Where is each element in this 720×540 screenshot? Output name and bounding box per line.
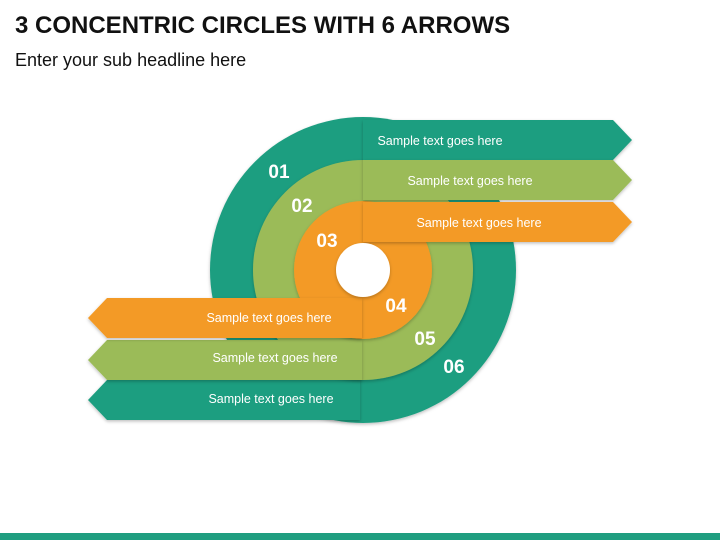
arrow-01-label: Sample text goes here bbox=[377, 134, 502, 148]
page-title: 3 CONCENTRIC CIRCLES WITH 6 ARROWS bbox=[15, 12, 511, 39]
page-subtitle: Enter your sub headline here bbox=[15, 50, 247, 70]
arrow-02-label: Sample text goes here bbox=[407, 174, 532, 188]
step-number-04: 04 bbox=[385, 296, 407, 317]
arrow-04-shape bbox=[88, 298, 362, 338]
step-number-03: 03 bbox=[316, 231, 337, 252]
step-number-02: 02 bbox=[291, 196, 312, 217]
arrow-06-label: Sample text goes here bbox=[208, 392, 333, 406]
arrow-03-shape bbox=[363, 202, 632, 242]
arrow-01-shape bbox=[363, 120, 632, 160]
step-number-05: 05 bbox=[414, 329, 436, 350]
step-number-01: 01 bbox=[268, 162, 290, 183]
arrow-03-label: Sample text goes here bbox=[416, 216, 541, 230]
arrow-06-shape bbox=[88, 380, 360, 420]
arrow-05-shape bbox=[88, 340, 362, 380]
arrow-05-label: Sample text goes here bbox=[212, 351, 337, 365]
arrow-02-shape bbox=[363, 160, 632, 200]
bottom-accent-bar bbox=[0, 533, 720, 540]
center-hole bbox=[336, 243, 390, 297]
step-number-06: 06 bbox=[443, 357, 464, 378]
arrow-04-label: Sample text goes here bbox=[206, 311, 331, 325]
